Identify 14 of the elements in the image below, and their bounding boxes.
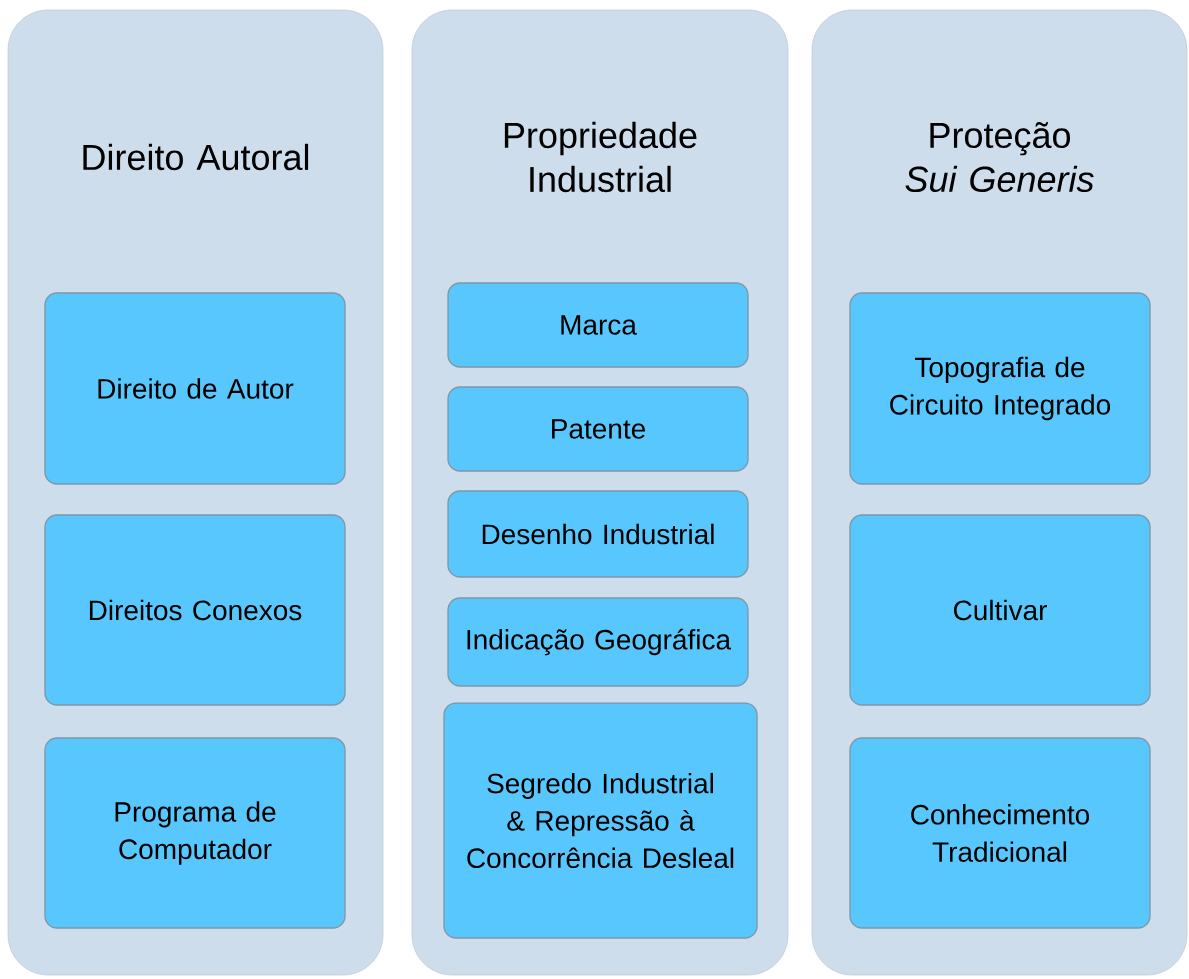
category-box: Cultivar: [849, 514, 1151, 706]
category-box: Direitos Conexos: [44, 514, 346, 706]
category-box: Direito de Autor: [44, 292, 346, 485]
category-box: Indicação Geográfica: [447, 597, 749, 687]
column-heading: Propriedade Industrial: [504, 121, 697, 193]
category-box: Topografia de Circuito Integrado: [849, 292, 1151, 485]
column-heading: Proteção Sui Generis: [905, 121, 1094, 193]
category-box: Desenho Industrial: [447, 490, 749, 578]
category-box: Conhecimento Tradicional: [849, 737, 1151, 929]
category-box: Marca: [447, 282, 749, 368]
column-heading: Direito Autoral: [83, 143, 309, 171]
category-box: Programa de Computador: [44, 737, 346, 929]
category-box: Patente: [447, 386, 749, 472]
category-box: Segredo Industrial & Repressão à Concorrência Desleal: [443, 702, 758, 939]
